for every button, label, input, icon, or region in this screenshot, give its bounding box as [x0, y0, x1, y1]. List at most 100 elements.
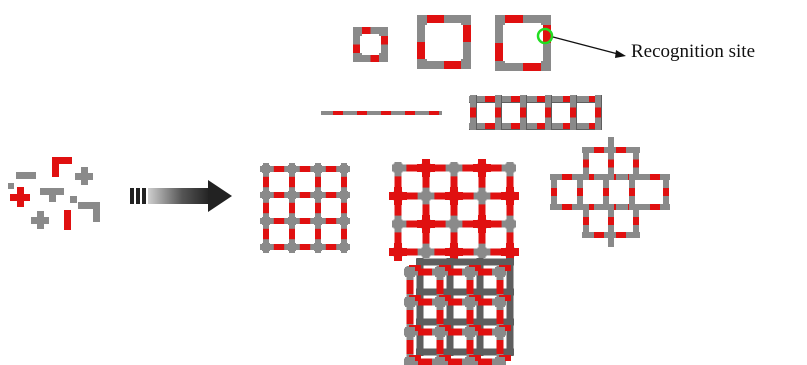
node: [263, 229, 269, 239]
corner: [541, 15, 551, 25]
node: [315, 229, 321, 239]
junction: [506, 164, 515, 173]
node: [507, 232, 514, 243]
node: [467, 310, 474, 324]
junction: [340, 217, 348, 225]
node: [274, 166, 284, 172]
linker: [416, 259, 514, 266]
junction: [405, 267, 415, 277]
node: [333, 111, 343, 115]
corner: [417, 59, 427, 69]
node: [289, 177, 295, 187]
node: [289, 229, 295, 239]
node: [300, 218, 310, 224]
block: [52, 157, 59, 177]
node: [490, 221, 501, 228]
node: [434, 165, 445, 172]
node: [395, 176, 402, 187]
junction: [288, 217, 296, 225]
junction: [262, 243, 270, 251]
recognition-pointer-arrow-icon: [553, 37, 626, 58]
junction: [435, 357, 445, 365]
corner: [495, 61, 505, 71]
node: [289, 203, 295, 213]
node: [485, 123, 495, 129]
dense-grid-assembly: [389, 159, 519, 261]
node: [650, 174, 660, 180]
node: [650, 204, 660, 210]
junction: [405, 327, 415, 337]
node: [341, 203, 347, 213]
node: [326, 166, 336, 172]
node: [444, 61, 463, 69]
block: [81, 167, 88, 185]
junction: [314, 191, 322, 199]
node: [603, 188, 609, 196]
node: [462, 165, 473, 172]
junction: [495, 357, 505, 365]
node: [633, 160, 639, 168]
junction: [405, 357, 415, 365]
node: [423, 204, 430, 215]
node: [451, 176, 458, 187]
junction: [478, 248, 487, 257]
block: [64, 210, 71, 230]
node: [434, 221, 445, 228]
node: [434, 193, 445, 200]
node: [495, 43, 503, 63]
node: [520, 108, 526, 118]
cubic-framework-assembly: [404, 258, 514, 365]
junction: [340, 165, 348, 173]
node: [490, 165, 501, 172]
node: [478, 215, 486, 233]
junction: [314, 165, 322, 173]
node: [511, 123, 521, 129]
node: [451, 204, 458, 215]
junction: [495, 297, 505, 307]
node: [407, 340, 414, 354]
node: [300, 166, 310, 172]
junction: [262, 165, 270, 173]
node: [616, 232, 626, 238]
block: [49, 188, 56, 202]
node: [467, 280, 474, 294]
corner: [461, 59, 471, 69]
node: [405, 111, 415, 115]
junction: [340, 191, 348, 199]
node: [497, 310, 504, 324]
node: [406, 165, 417, 172]
node: [300, 192, 310, 198]
junction: [465, 297, 475, 307]
node: [407, 280, 414, 294]
junction: [394, 220, 403, 229]
node: [406, 193, 417, 200]
node: [341, 229, 347, 239]
corner: [353, 27, 362, 36]
node: [503, 15, 523, 23]
linker: [608, 232, 614, 247]
node: [423, 176, 430, 187]
block: [70, 196, 77, 203]
junction: [340, 243, 348, 251]
node: [357, 111, 367, 115]
node: [315, 177, 321, 187]
node: [394, 243, 402, 261]
block: [17, 187, 24, 207]
junction: [262, 191, 270, 199]
node: [450, 187, 458, 205]
corner: [417, 15, 427, 25]
node: [422, 215, 430, 233]
square-grid-assembly: [260, 163, 350, 253]
node: [300, 244, 310, 250]
node: [406, 221, 417, 228]
junction: [450, 220, 459, 229]
block: [93, 202, 100, 222]
node: [470, 108, 476, 118]
linker: [507, 258, 514, 356]
node: [263, 203, 269, 213]
node: [463, 23, 471, 42]
corner: [541, 61, 551, 71]
junction: [262, 217, 270, 225]
node: [570, 108, 576, 118]
node: [274, 192, 284, 198]
